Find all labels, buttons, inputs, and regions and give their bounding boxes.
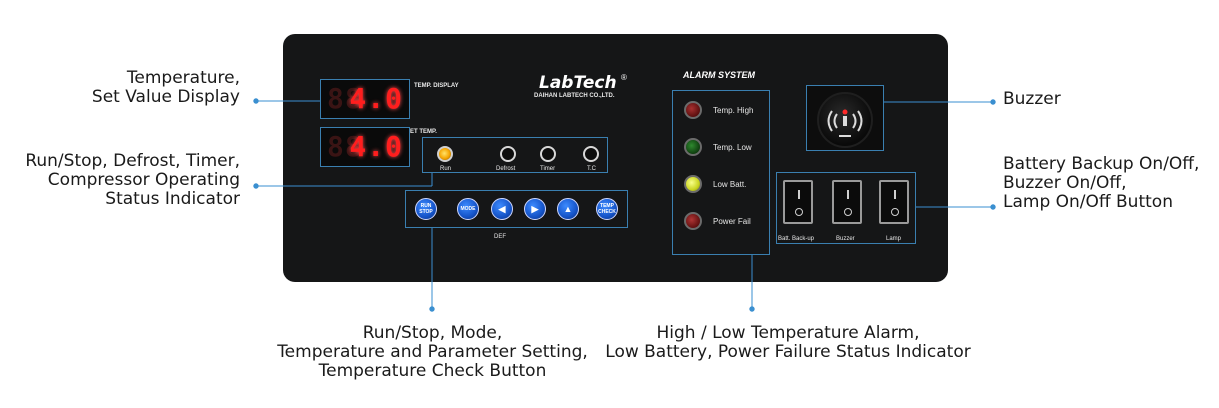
temp-display: 88 4.0 xyxy=(320,79,410,119)
power-fail-label: Power Fail xyxy=(713,217,751,226)
def-label: DEF xyxy=(494,234,506,240)
callout-run-stop-indicator: Run/Stop, Defrost, Timer, Compressor Ope… xyxy=(25,151,240,209)
brand-subtitle: DAIHAN LABTECH CO.,LTD. xyxy=(534,93,615,99)
switch-label-buzzer: Buzzer xyxy=(836,236,855,242)
low-battery-label: Low Batt. xyxy=(713,180,747,189)
temp-high-label: Temp. High xyxy=(713,106,754,115)
switch-on-mark xyxy=(894,190,896,199)
indicator-label-timer: Timer xyxy=(540,166,556,172)
set-temp-display: 88 4.0 xyxy=(320,127,410,167)
indicator-label-run: Run xyxy=(440,166,452,172)
brand-mark: ® xyxy=(621,73,627,82)
switch-on-mark xyxy=(847,190,849,199)
up-arrow-icon: ▲ xyxy=(563,204,573,214)
left-arrow-button[interactable]: ◀ xyxy=(491,198,513,220)
speaker-icon xyxy=(827,109,863,137)
right-arrow-button[interactable]: ▶ xyxy=(524,198,546,220)
indicator-label-tc: T.C xyxy=(587,166,596,172)
temp-display-value: 4.0 xyxy=(349,82,403,115)
temp-low-alarm-light xyxy=(684,138,702,156)
callout-temperature-display: Temperature, Set Value Display xyxy=(91,68,240,107)
brand-name: LabTech xyxy=(539,73,617,93)
buzzer-switch[interactable] xyxy=(832,180,862,224)
battery-backup-switch[interactable] xyxy=(783,180,813,224)
mode-button[interactable]: MODE xyxy=(457,198,479,220)
switch-on-mark xyxy=(798,190,800,199)
run-indicator-light xyxy=(437,146,453,162)
lamp-switch[interactable] xyxy=(879,180,909,224)
alarm-system-title: ALARM SYSTEM xyxy=(683,70,755,80)
callout-control-buttons: Run/Stop, Mode, Temperature and Paramete… xyxy=(277,323,588,381)
switch-off-mark xyxy=(891,208,899,216)
buzzer xyxy=(806,85,884,151)
alarm-system-box xyxy=(672,90,770,255)
left-arrow-icon: ◀ xyxy=(498,204,506,214)
temp-low-label: Temp. Low xyxy=(713,143,752,152)
tc-indicator-light xyxy=(583,146,599,162)
power-fail-alarm-light xyxy=(684,212,702,230)
callout-buzzer: Buzzer xyxy=(1003,89,1061,109)
run-stop-button[interactable]: RUN STOP xyxy=(415,198,437,220)
buzzer-speaker xyxy=(817,92,873,148)
low-battery-alarm-light xyxy=(684,175,702,193)
brand-logo: LabTech ® xyxy=(539,73,627,93)
temp-check-button[interactable]: TEMP CHECK xyxy=(596,198,618,220)
switch-box xyxy=(776,172,916,244)
set-temp-value: 4.0 xyxy=(349,130,403,163)
indicator-label-defrost: Defrost xyxy=(496,166,516,172)
status-indicator-box xyxy=(422,137,608,173)
temp-display-label: TEMP. DISPLAY xyxy=(414,83,459,89)
switch-label-battery-backup: Batt. Back-up xyxy=(778,236,815,242)
callout-alarm-indicator: High / Low Temperature Alarm, Low Batter… xyxy=(605,323,971,362)
switch-label-lamp: Lamp xyxy=(886,236,902,242)
callout-switches: Battery Backup On/Off, Buzzer On/Off, La… xyxy=(1003,154,1200,212)
set-temp-label: SET TEMP. xyxy=(406,129,437,135)
temp-high-alarm-light xyxy=(684,101,702,119)
defrost-indicator-light xyxy=(500,146,516,162)
up-arrow-button[interactable]: ▲ xyxy=(557,198,579,220)
temp-display-ghost-digits: 88 xyxy=(327,82,363,115)
right-arrow-icon: ▶ xyxy=(531,204,539,214)
control-button-box xyxy=(405,190,628,228)
set-temp-ghost-digits: 88 xyxy=(327,130,363,163)
timer-indicator-light xyxy=(540,146,556,162)
switch-off-mark xyxy=(795,208,803,216)
switch-off-mark xyxy=(844,208,852,216)
